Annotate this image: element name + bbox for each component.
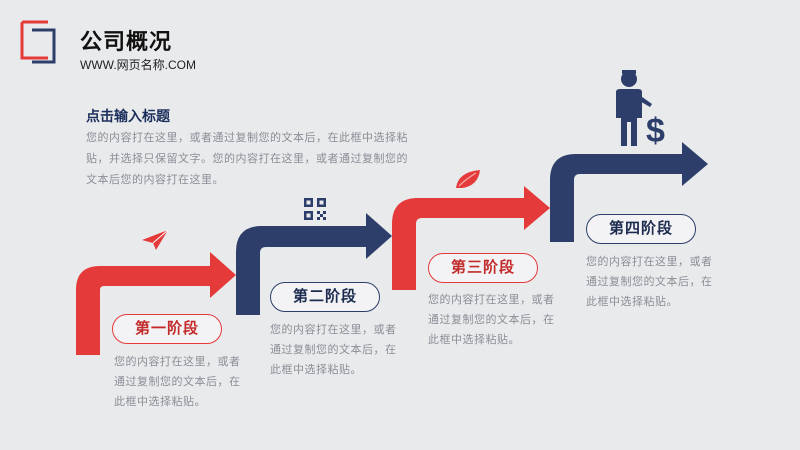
stage-2-label[interactable]: 第二阶段	[270, 282, 380, 312]
stage-1-arrow	[76, 252, 236, 355]
stage-3-description[interactable]: 您的内容打在这里，或者通过复制您的文本后，在此框中选择粘贴。	[428, 294, 555, 346]
stage-3-label[interactable]: 第三阶段	[428, 253, 538, 283]
businessman-dollar-icon: $	[616, 70, 665, 150]
stage-3-arrow	[392, 186, 550, 290]
stage-2-arrow	[236, 213, 392, 315]
stage-4-label[interactable]: 第四阶段	[586, 214, 696, 244]
stage-1-description[interactable]: 您的内容打在这里，或者通过复制您的文本后，在此框中选择粘贴。	[114, 356, 241, 408]
stage-4-description[interactable]: 您的内容打在这里，或者通过复制您的文本后，在此框中选择粘贴。	[586, 256, 713, 308]
logo-icon	[20, 20, 56, 64]
intro-heading[interactable]: 点击输入标题	[86, 108, 170, 124]
stage-4-arrow	[550, 142, 708, 242]
page-subtitle: WWW.网页名称.COM	[80, 58, 196, 72]
paper-plane-icon	[142, 229, 169, 250]
page-title: 公司概况	[80, 29, 173, 54]
stage-1-label[interactable]: 第一阶段	[112, 314, 222, 344]
stage-2-description[interactable]: 您的内容打在这里，或者通过复制您的文本后，在此框中选择粘贴。	[270, 324, 397, 376]
qr-code-icon	[304, 198, 326, 220]
leaf-icon	[456, 170, 480, 188]
svg-text:$: $	[646, 112, 665, 150]
intro-body[interactable]: 您的内容打在这里，或者通过复制您的文本后，在此框中选择粘贴，并选择只保留文字。您…	[86, 132, 408, 186]
